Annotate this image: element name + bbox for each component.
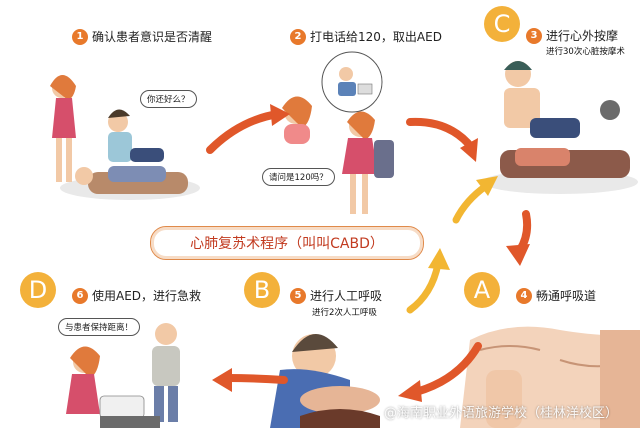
badge-d: D bbox=[20, 272, 56, 308]
step-2-label: 2 打电话给120，取出AED bbox=[290, 28, 442, 45]
step-1-number: 1 bbox=[72, 28, 88, 45]
step-2-text: 打电话给120，取出AED bbox=[310, 30, 442, 44]
cycle-arrows bbox=[206, 104, 532, 402]
step-4-text: 畅通呼吸道 bbox=[536, 289, 597, 303]
scene-airway bbox=[460, 326, 640, 428]
step-5-label: 5 进行人工呼吸 bbox=[290, 287, 382, 304]
watermark: @海南职业外语旅游学校（桂林洋校区） bbox=[384, 406, 619, 421]
step-3-label: 3 进行心外按摩 bbox=[526, 27, 618, 44]
step-3-text: 进行心外按摩 bbox=[546, 29, 619, 43]
badge-b: B bbox=[244, 272, 280, 308]
scene-check-consciousness bbox=[50, 75, 200, 200]
step-6-text: 使用AED，进行急救 bbox=[92, 289, 202, 303]
step-2-number: 2 bbox=[290, 28, 306, 45]
step-4-number: 4 bbox=[516, 287, 532, 304]
step-1-label: 1 确认患者意识是否清醒 bbox=[72, 28, 212, 45]
step-3-subtext: 进行30次心脏按摩术 bbox=[546, 47, 625, 57]
step-5-subtext: 进行2次人工呼吸 bbox=[312, 308, 377, 318]
speech-bubble-are-you-ok: 你还好么？ bbox=[140, 90, 197, 108]
badge-c: C bbox=[484, 6, 520, 42]
banner-title: 心肺复苏术程序（叫叫CABD） bbox=[150, 226, 424, 260]
speech-bubble-keep-distance: 与患者保持距离！ bbox=[58, 318, 141, 336]
scene-aed bbox=[66, 323, 180, 428]
step-3-number: 3 bbox=[526, 27, 542, 44]
speech-bubble-is-this-120: 请问是120吗？ bbox=[262, 168, 335, 186]
step-6-label: 6 使用AED，进行急救 bbox=[72, 287, 201, 304]
scene-chest-compression bbox=[482, 61, 638, 194]
step-6-number: 6 bbox=[72, 287, 88, 304]
scene-call-120 bbox=[282, 51, 394, 214]
step-5-text: 进行人工呼吸 bbox=[310, 289, 383, 303]
badge-a: A bbox=[464, 272, 500, 308]
step-1-text: 确认患者意识是否清醒 bbox=[92, 30, 213, 44]
step-5-number: 5 bbox=[290, 287, 306, 304]
scene-rescue-breathing bbox=[270, 333, 380, 428]
step-4-label: 4 畅通呼吸道 bbox=[516, 287, 596, 304]
